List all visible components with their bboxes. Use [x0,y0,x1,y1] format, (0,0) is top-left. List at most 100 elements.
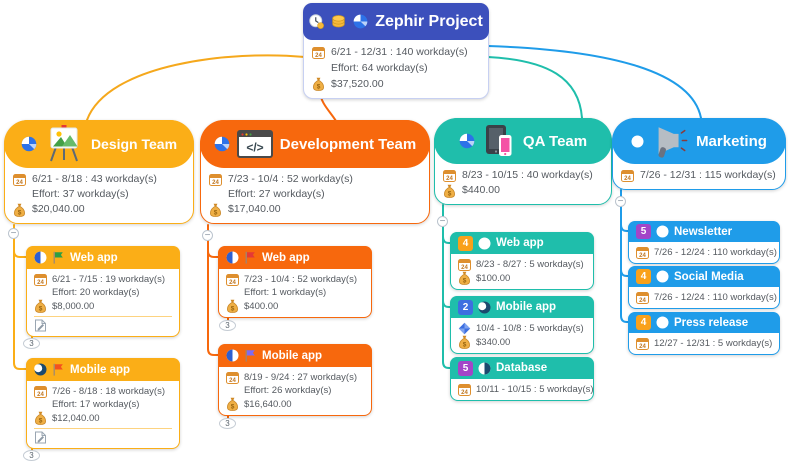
effort-text: Effort: 64 workday(s) [331,62,428,74]
subtopic-title: Web app [70,251,118,264]
calendar-icon [458,258,471,271]
coins-icon [331,14,346,29]
note-row [34,319,172,332]
calendar-icon [13,173,26,186]
schedule-text: 8/23 - 8/27 : 5 workday(s) [476,259,584,270]
effort-row: Effort: 1 workday(s) [226,286,364,299]
cost-row: $17,040.00 [209,202,421,217]
subtopic-dev-web-app[interactable]: Web app 7/23 - 10/4 : 52 workday(s) Effo… [218,246,372,318]
cost-text: $20,040.00 [32,203,85,215]
collapse-button-development[interactable]: − [202,230,213,241]
money-bag-icon [226,397,239,411]
collapsed-count-badge[interactable]: 3 [23,450,40,461]
money-bag-icon [458,271,471,285]
subtopic-header: Mobile app [26,358,180,381]
flag-green-icon [52,251,65,264]
subtopic-qa-mobile-app[interactable]: 2 Mobile app 10/4 - 10/8 : 5 workday(s) … [450,296,594,354]
edge-root-development [320,96,337,122]
cost-text: $440.00 [462,184,500,196]
schedule-text: 6/21 - 12/31 : 140 workday(s) [331,46,468,58]
priority-badge: 5 [636,224,651,239]
schedule-text: 7/23 - 10/4 : 52 workday(s) [244,274,357,285]
subtopic-title: Web app [496,237,544,249]
cost-row: $37,520.00 [312,76,480,92]
subtopic-header: Web app [218,246,372,269]
subtopic-qa-web-app[interactable]: 4 Web app 8/23 - 8/27 : 5 workday(s) $10… [450,232,594,290]
schedule-row: 8/23 - 8/27 : 5 workday(s) [458,258,586,271]
money-bag-icon [312,77,325,91]
note-icon[interactable] [34,431,47,444]
calendar-icon [458,383,471,396]
calendar-icon [226,273,239,286]
note-row [34,431,172,444]
subtopic-marketing-newsletter[interactable]: 5 Newsletter 7/26 - 12/24 : 110 workday(… [628,221,780,264]
cost-text: $100.00 [476,272,511,284]
subtopic-design-mobile-app[interactable]: Mobile app 7/26 - 8/18 : 18 workday(s) E… [26,358,180,449]
edge-root-marketing [487,45,702,119]
money-bag-icon [34,299,47,313]
branch-development-team[interactable]: Development Team 7/23 - 10/4 : 52 workda… [200,120,430,224]
calendar-icon [443,169,456,182]
effort-text: Effort: 1 workday(s) [244,287,327,298]
megaphone-icon [651,125,689,158]
schedule-text: 8/19 - 9/24 : 27 workday(s) [244,372,357,383]
branch-qa-team[interactable]: QA Team 8/23 - 10/15 : 40 workday(s) $44… [434,118,612,205]
schedule-text: 6/21 - 8/18 : 43 workday(s) [32,173,157,185]
collapse-button-marketing[interactable]: − [615,196,626,207]
calendar-icon [312,46,325,59]
subtopic-title: Newsletter [674,225,733,238]
cost-text: $17,040.00 [228,203,281,215]
collapsed-count-badge[interactable]: 3 [219,320,236,331]
cost-text: $340.00 [476,336,511,348]
branch-title: Development Team [279,135,417,153]
pie-chart-icon [214,136,230,152]
flag-purple-icon [244,349,257,362]
schedule-row: 7/23 - 10/4 : 52 workday(s) [226,273,364,286]
edge-root-qa [487,56,583,119]
subtopic-header: 4 Web app [450,232,594,254]
cost-row: $340.00 [458,335,586,349]
subtopic-design-web-app[interactable]: Web app 6/21 - 7/15 : 19 workday(s) Effo… [26,246,180,337]
subtopic-marketing-press-release[interactable]: 4 Press release 12/27 - 12/31 : 5 workda… [628,312,780,355]
calendar-icon [34,385,47,398]
effort-text: Effort: 37 workday(s) [32,188,129,200]
branch-marketing[interactable]: Marketing 7/26 - 12/31 : 115 workday(s) [612,118,786,190]
topic-root[interactable]: Zephir Project 6/21 - 12/31 : 140 workda… [303,3,489,99]
schedule-row: 7/26 - 12/31 : 115 workday(s) [621,168,777,183]
branch-title: QA Team [522,132,588,150]
edge-root-design [86,54,306,121]
progress-icon [631,135,644,148]
progress-icon [656,270,669,283]
flag-red-icon [244,251,257,264]
cost-text: $12,040.00 [52,412,100,424]
progress-icon [34,251,47,264]
subtopic-qa-database[interactable]: 5 Database 10/11 - 10/15 : 5 workday(s) [450,357,594,401]
subtopic-header: 4 Press release [628,312,780,333]
pie-chart-icon [21,136,37,152]
topic-title: Zephir Project [375,12,483,30]
effort-row: Effort: 17 workday(s) [34,398,172,411]
collapsed-count-badge[interactable]: 3 [23,338,40,349]
schedule-row: 7/26 - 8/18 : 18 workday(s) [34,385,172,398]
branch-design-team[interactable]: Design Team 6/21 - 8/18 : 43 workday(s) … [4,120,194,224]
subtopic-dev-mobile-app[interactable]: Mobile app 8/19 - 9/24 : 27 workday(s) E… [218,344,372,416]
schedule-text: 10/4 - 10/8 : 5 workday(s) [476,323,584,334]
collapsed-count-badge[interactable]: 3 [219,418,236,429]
collapse-button-design[interactable]: − [8,228,19,239]
subtopic-title: Mobile app [70,363,131,376]
cost-text: $16,640.00 [244,398,292,410]
branch-development-header: Development Team [200,120,430,168]
money-bag-icon [34,411,47,425]
calendar-icon [226,371,239,384]
branch-design-header: Design Team [4,120,194,168]
collapse-button-qa[interactable]: − [437,216,448,227]
branch-title: Design Team [90,136,178,152]
easel-icon [44,125,84,163]
effort-row: Effort: 20 workday(s) [34,286,172,299]
note-icon[interactable] [34,319,47,332]
effort-text: Effort: 20 workday(s) [52,287,140,298]
subtopic-marketing-social-media[interactable]: 4 Social Media 7/26 - 12/24 : 110 workda… [628,266,780,309]
cost-row: $12,040.00 [34,411,172,425]
calendar-icon [34,273,47,286]
